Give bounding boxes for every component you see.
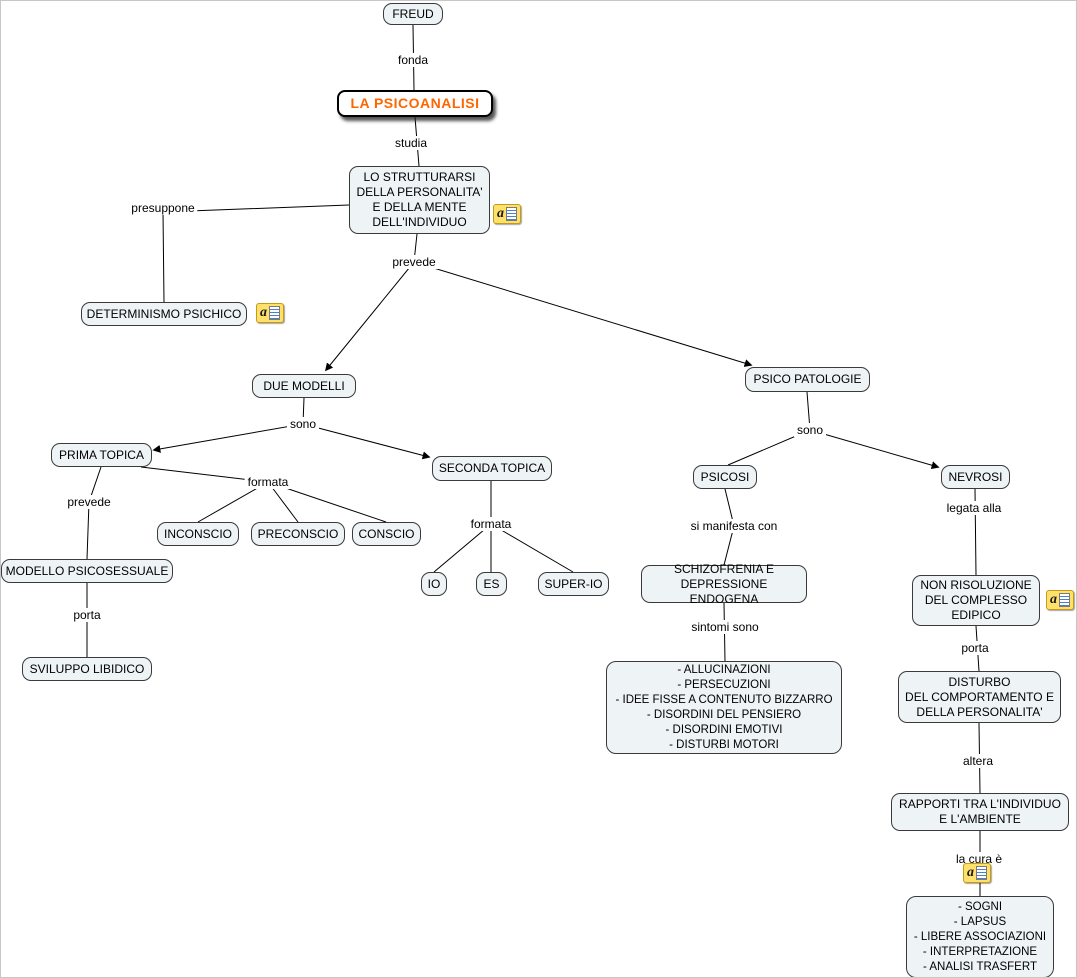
link-prevede-2[interactable]: prevede — [64, 495, 114, 509]
resource-icon-la-cura[interactable]: a — [963, 863, 991, 883]
concept-rapporti-individuo-ambiente[interactable]: RAPPORTI TRA L'INDIVIDUO E L'AMBIENTE — [891, 793, 1069, 831]
edge-formata2-super-io — [490, 523, 574, 573]
concept-disturbo-comportamento[interactable]: DISTURBO DEL COMPORTAMENTO E DELLA PERSO… — [898, 671, 1061, 723]
link-la-cura-e[interactable]: la cura è — [952, 852, 1006, 866]
document-icon — [506, 207, 517, 221]
concept-psico-patologie[interactable]: PSICO PATOLOGIE — [745, 367, 870, 392]
link-porta-2[interactable]: porta — [958, 641, 992, 655]
concept-preconscio[interactable]: PRECONSCIO — [251, 522, 345, 546]
link-studia[interactable]: studia — [391, 136, 431, 150]
resource-letter: a — [260, 305, 267, 320]
link-presuppone[interactable]: presuppone — [128, 201, 198, 215]
edge-strutturarsi-determinismo — [162, 204, 350, 303]
edge-formata2-io — [433, 523, 492, 573]
concept-schizofrenia-depressione[interactable]: SCHIZOFRENIA E DEPRESSIONE ENDOGENA — [641, 562, 807, 606]
document-icon — [1059, 593, 1070, 607]
resource-letter: a — [497, 206, 504, 221]
concept-non-risoluzione-edipico[interactable]: NON RISOLUZIONE DEL COMPLESSO EDIPICO — [912, 575, 1040, 626]
concept-cura-elenco[interactable]: - SOGNI - LAPSUS - LIBERE ASSOCIAZIONI -… — [906, 896, 1054, 977]
concept-modello-psicosessuale[interactable]: MODELLO PSICOSESSUALE — [1, 559, 173, 583]
resource-icon-determinismo[interactable]: a — [256, 303, 284, 323]
link-legata-alla[interactable]: legata alla — [943, 501, 1005, 515]
concept-lo-strutturarsi[interactable]: LO STRUTTURARSI DELLA PERSONALITA' E DEL… — [349, 166, 490, 234]
concept-seconda-topica[interactable]: SECONDA TOPICA — [432, 456, 552, 481]
concept-freud[interactable]: FREUD — [383, 3, 443, 25]
concept-sintomi-elenco[interactable]: - ALLUCINAZIONI - PERSECUZIONI - IDEE FI… — [606, 661, 842, 754]
edge-sono-prima-topica — [152, 397, 305, 453]
concept-super-io[interactable]: SUPER-IO — [538, 572, 609, 596]
resource-icon-non-risoluzione[interactable]: a — [1046, 590, 1074, 610]
resource-letter: a — [967, 865, 974, 880]
concept-prima-topica[interactable]: PRIMA TOPICA — [51, 443, 152, 467]
link-si-manifesta-con[interactable]: si manifesta con — [687, 519, 781, 533]
link-formata-2[interactable]: formata — [467, 517, 515, 531]
document-icon — [269, 306, 280, 320]
concept-la-psicoanalisi[interactable]: LA PSICOANALISI — [337, 90, 493, 117]
concept-determinismo-psichico[interactable]: DETERMINISMO PSICHICO — [81, 302, 247, 326]
resource-letter: a — [1050, 592, 1057, 607]
link-sintomi-sono[interactable]: sintomi sono — [688, 620, 762, 634]
edge-prevede-modello-psicosessuale — [86, 466, 102, 560]
edge-prevede-psico-patologie — [413, 261, 753, 367]
concept-nevrosi[interactable]: NEVROSI — [941, 465, 1010, 489]
concept-due-modelli[interactable]: DUE MODELLI — [252, 374, 356, 398]
link-sono-1[interactable]: sono — [286, 417, 320, 431]
link-fonda[interactable]: fonda — [394, 53, 432, 67]
concept-conscio[interactable]: CONSCIO — [352, 522, 421, 546]
edge-sono-seconda-topica — [302, 423, 431, 460]
edge-sono2-nevrosi — [809, 429, 940, 470]
link-prevede-1[interactable]: prevede — [389, 255, 439, 269]
link-sono-2[interactable]: sono — [793, 423, 827, 437]
concept-io[interactable]: IO — [421, 572, 447, 596]
concept-es[interactable]: ES — [476, 572, 507, 596]
link-porta-1[interactable]: porta — [70, 608, 104, 622]
link-formata-1[interactable]: formata — [244, 475, 292, 489]
link-altera[interactable]: altera — [959, 754, 997, 768]
document-icon — [976, 866, 987, 880]
concept-psicosi[interactable]: PSICOSI — [693, 465, 757, 489]
concept-inconscio[interactable]: INCONSCIO — [157, 522, 239, 546]
concept-sviluppo-libidico[interactable]: SVILUPPO LIBIDICO — [22, 657, 152, 681]
resource-icon-strutturarsi[interactable]: a — [493, 204, 521, 224]
